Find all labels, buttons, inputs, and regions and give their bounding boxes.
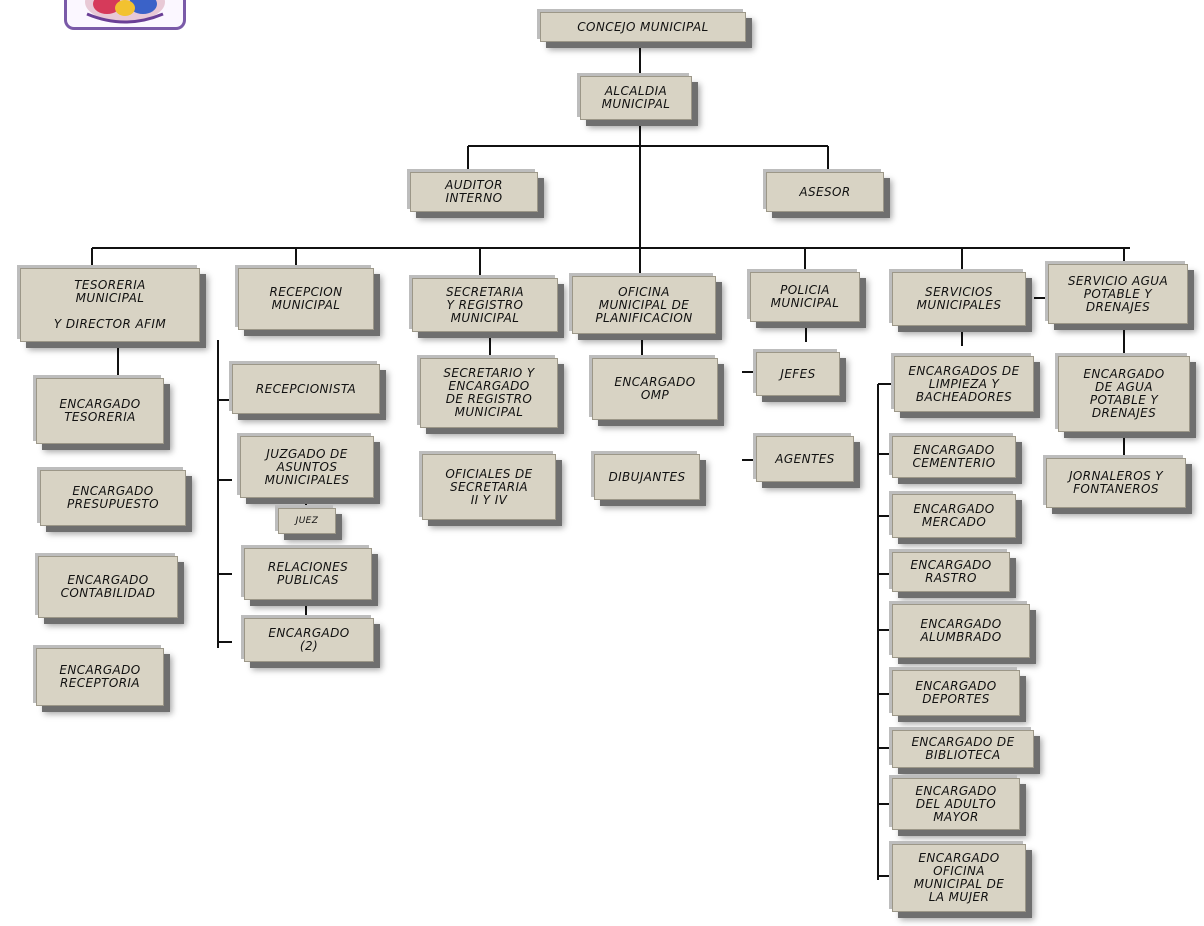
node-jornaleros-fontaneros: JORNALEROS Y FONTANEROS [1046, 458, 1186, 508]
node-auditor-interno: AUDITOR INTERNO [410, 172, 538, 212]
municipal-logo [64, 0, 186, 30]
node-encargado-omp: ENCARGADO OMP [592, 358, 718, 420]
node-encargado-deportes: ENCARGADO DEPORTES [892, 670, 1020, 716]
node-encargado-2: ENCARGADO (2) [244, 618, 374, 662]
node-encargado-oficina-mujer: ENCARGADO OFICINA MUNICIPAL DE LA MUJER [892, 844, 1026, 912]
node-encargado-rastro: ENCARGADO RASTRO [892, 552, 1010, 592]
node-encargado-adulto-mayor: ENCARGADO DEL ADULTO MAYOR [892, 778, 1020, 830]
node-juzgado-asuntos-municipales: JUZGADO DE ASUNTOS MUNICIPALES [240, 436, 374, 498]
node-tesoreria-municipal: TESORERIA MUNICIPAL Y DIRECTOR AFIM [20, 268, 200, 342]
node-encargado-contabilidad: ENCARGADO CONTABILIDAD [38, 556, 178, 618]
node-servicios-municipales: SERVICIOS MUNICIPALES [892, 272, 1026, 326]
node-jefes: JEFES [756, 352, 840, 396]
node-encargado-alumbrado: ENCARGADO ALUMBRADO [892, 604, 1030, 658]
node-encargado-cementerio: ENCARGADO CEMENTERIO [892, 436, 1016, 478]
node-encargado-biblioteca: ENCARGADO DE BIBLIOTECA [892, 730, 1034, 768]
node-recepcion-municipal: RECEPCION MUNICIPAL [238, 268, 374, 330]
node-encargado-receptoria: ENCARGADO RECEPTORIA [36, 648, 164, 706]
node-encargado-tesoreria: ENCARGADO TESORERIA [36, 378, 164, 444]
node-oficiales-secretaria: OFICIALES DE SECRETARIA II Y IV [422, 454, 556, 520]
node-secretario-registro: SECRETARIO Y ENCARGADO DE REGISTRO MUNIC… [420, 358, 558, 428]
node-encargados-limpieza: ENCARGADOS DE LIMPIEZA Y BACHEADORES [894, 356, 1034, 412]
node-recepcionista: RECEPCIONISTA [232, 364, 380, 414]
node-alcaldia-municipal: ALCALDIA MUNICIPAL [580, 76, 692, 120]
crest-icon [85, 0, 165, 24]
node-secretaria-registro: SECRETARIA Y REGISTRO MUNICIPAL [412, 278, 558, 332]
node-servicio-agua-potable: SERVICIO AGUA POTABLE Y DRENAJES [1048, 264, 1188, 324]
node-encargado-agua-potable: ENCARGADO DE AGUA POTABLE Y DRENAJES [1058, 356, 1190, 432]
node-dibujantes: DIBUJANTES [594, 454, 700, 500]
node-oficina-planificacion: OFICINA MUNICIPAL DE PLANIFICACION [572, 276, 716, 334]
node-juez: JUEZ [278, 508, 336, 534]
node-encargado-mercado: ENCARGADO MERCADO [892, 494, 1016, 538]
node-encargado-presupuesto: ENCARGADO PRESUPUESTO [40, 470, 186, 526]
node-policia-municipal: POLICIA MUNICIPAL [750, 272, 860, 322]
node-asesor: ASESOR [766, 172, 884, 212]
node-relaciones-publicas: RELACIONES PUBLICAS [244, 548, 372, 600]
node-concejo-municipal: CONCEJO MUNICIPAL [540, 12, 746, 42]
node-agentes: AGENTES [756, 436, 854, 482]
